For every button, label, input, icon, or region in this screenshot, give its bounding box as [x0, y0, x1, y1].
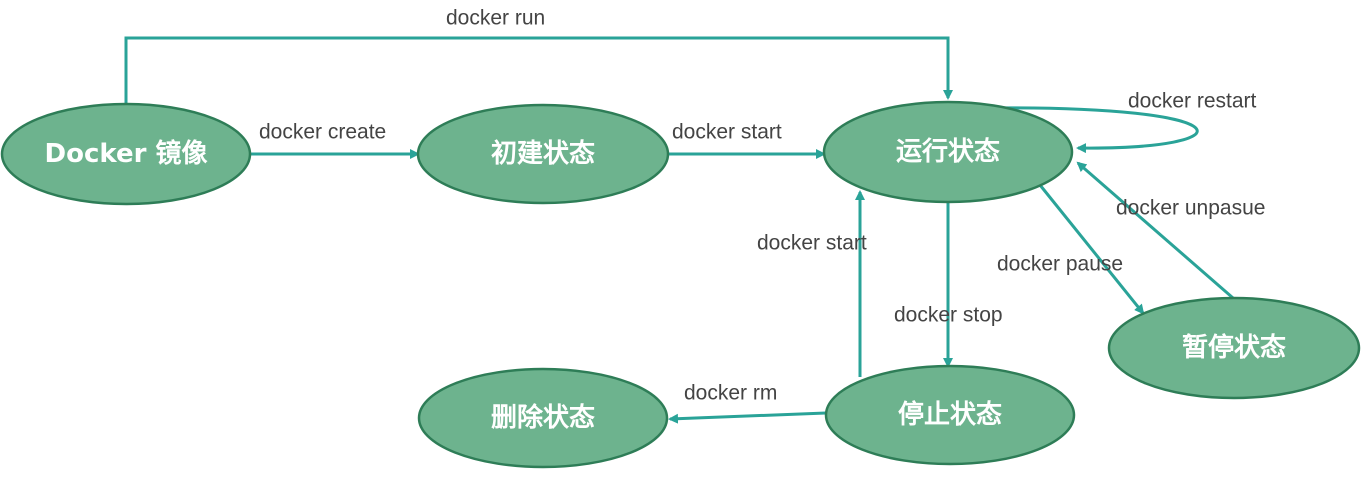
edge-docker-pause — [1038, 184, 1145, 315]
label-docker-create: docker create — [259, 121, 386, 144]
label-docker-unpause: docker unpasue — [1116, 197, 1265, 220]
label-docker-run: docker run — [446, 7, 545, 30]
label-docker-pause: docker pause — [997, 253, 1123, 276]
label-docker-stop: docker stop — [894, 304, 1003, 327]
edge-docker-restart — [984, 106, 1199, 154]
node-paused-state: 暂停状态 — [1107, 296, 1361, 400]
node-paused-state-label: 暂停状态 — [1182, 332, 1286, 363]
node-created-state: 初建状态 — [416, 103, 670, 205]
node-created-state-label: 初建状态 — [491, 138, 595, 169]
node-deleted-state-label: 删除状态 — [491, 402, 595, 433]
edge-docker-run — [124, 36, 953, 104]
edge-docker-unpause — [1076, 161, 1234, 300]
node-running-state-label: 运行状态 — [896, 136, 1000, 167]
node-stopped-state-label: 停止状态 — [898, 399, 1002, 430]
node-running-state: 运行状态 — [822, 100, 1074, 204]
label-docker-restart: docker restart — [1128, 90, 1257, 113]
edge-docker-rm — [668, 411, 827, 424]
node-docker-image: Docker 镜像 — [0, 102, 252, 206]
label-docker-start-stopped: docker start — [757, 232, 867, 255]
label-docker-start-created: docker start — [672, 121, 782, 144]
node-deleted-state: 删除状态 — [417, 367, 669, 469]
label-docker-rm: docker rm — [684, 382, 777, 405]
node-stopped-state: 停止状态 — [824, 364, 1076, 466]
node-docker-image-label: Docker 镜像 — [45, 138, 209, 169]
